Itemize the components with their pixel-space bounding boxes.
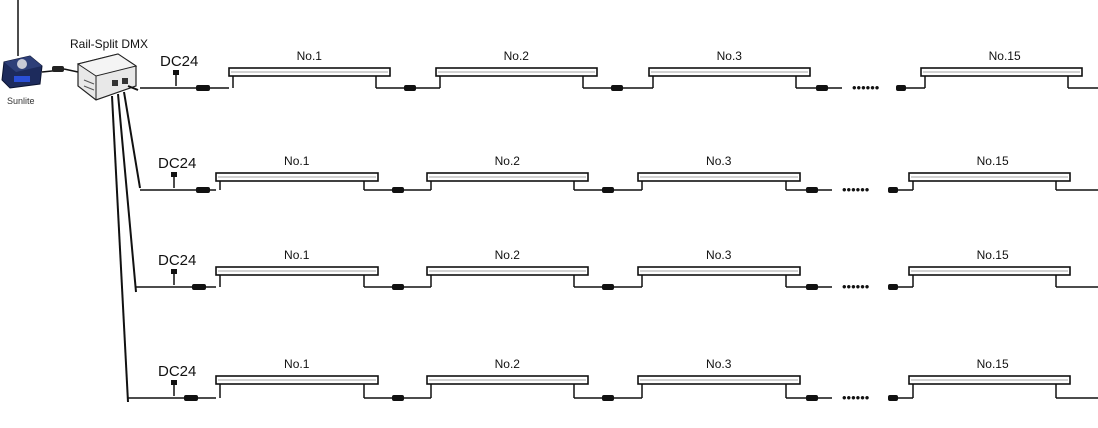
fixture-label: No.1 [297,49,323,63]
fixture-label: No.2 [495,248,521,262]
inline-connector [184,395,198,401]
fixture-label: No.15 [989,49,1021,63]
link-connector [806,395,818,401]
sunlite-label: Sunlite [7,96,35,106]
usb-connector [41,66,79,73]
fixture-row: DC24 No.1 No.2 No.3 No.15 •••••• [128,357,1098,405]
dc24-label: DC24 [160,53,198,70]
link-connector [392,395,404,401]
link-connector [806,284,818,290]
dc24-label: DC24 [158,155,196,172]
end-connector [888,395,898,401]
link-connector [392,187,404,193]
link-connector [404,85,416,91]
fixture-label: No.1 [284,248,310,262]
continuation-dots: •••••• [842,279,870,294]
link-connector [611,85,623,91]
fixture-label: No.2 [495,357,521,371]
fixture-row: DC24 No.1 No.2 No.3 No.15 •••••• [136,248,1098,294]
feeder-cables [111,85,141,403]
fixture-row: DC24 No.1 No.2 No.3 No.15 •••••• [140,49,1098,95]
continuation-dots: •••••• [852,80,880,95]
fixture-label: No.15 [977,357,1009,371]
fixture-label: No.15 [977,248,1009,262]
rail-split-dmx-box [76,53,138,101]
fixture-label: No.2 [504,49,530,63]
dc24-label: DC24 [158,252,196,269]
fixture-label: No.1 [284,357,310,371]
link-connector [806,187,818,193]
continuation-dots: •••••• [842,182,870,197]
fixture-label: No.3 [706,154,732,168]
rail-split-dmx-label: Rail-Split DMX [70,37,148,51]
link-connector [602,284,614,290]
power-plug-head [171,269,177,274]
fixture-label: No.3 [706,357,732,371]
sunlite-controller [1,55,43,89]
end-connector [896,85,906,91]
link-connector [602,187,614,193]
link-connector [392,284,404,290]
fixture-label: No.2 [495,154,521,168]
fixture-label: No.3 [706,248,732,262]
fixture-row: DC24 No.1 No.2 No.3 No.15 •••••• [140,154,1098,197]
fixture-label: No.1 [284,154,310,168]
fixture-label: No.3 [717,49,743,63]
power-plug-head [171,172,177,177]
inline-connector [196,85,210,91]
power-plug-head [173,70,179,75]
link-connector [816,85,828,91]
fixture-label: No.15 [977,154,1009,168]
end-connector [888,187,898,193]
end-connector [888,284,898,290]
link-connector [602,395,614,401]
inline-connector [192,284,206,290]
inline-connector [196,187,210,193]
dc24-label: DC24 [158,363,196,380]
continuation-dots: •••••• [842,390,870,405]
power-plug-head [171,380,177,385]
